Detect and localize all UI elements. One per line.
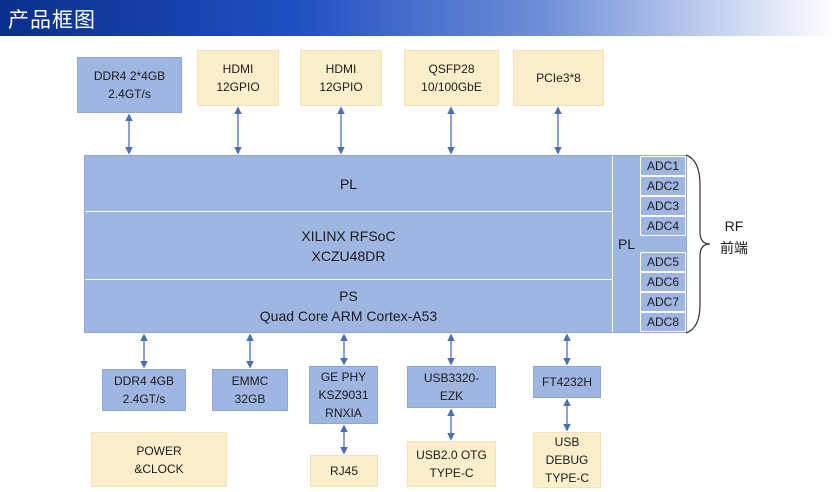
block-usb-debug: USB DEBUG TYPE-C bbox=[533, 432, 601, 488]
divider-pl-side bbox=[612, 156, 613, 332]
block-usb-debug-line1: USB bbox=[554, 435, 580, 449]
block-ge-phy-line1: GE PHY bbox=[320, 370, 367, 384]
block-emmc-line2: 32GB bbox=[234, 392, 266, 406]
block-power-clock-line1: POWER bbox=[136, 443, 182, 458]
region-ps-label: PS bbox=[339, 288, 358, 304]
block-rj45-line1: RJ45 bbox=[329, 464, 358, 478]
header-bar: 产品框图 bbox=[0, 0, 836, 36]
block-qsfp28-line2: 10/100GbE bbox=[421, 80, 482, 94]
region-pl-side-label: PL bbox=[617, 236, 636, 252]
block-qsfp28: QSFP28 10/100GbE bbox=[404, 50, 499, 106]
block-usb-debug-line3: TYPE-C bbox=[544, 471, 589, 485]
block-ft4232h: FT4232H bbox=[533, 366, 601, 398]
adc-2: ADC2 bbox=[640, 176, 686, 196]
block-usb3320-line1: USB3320- bbox=[423, 371, 480, 385]
rf-label-line1: RF bbox=[724, 218, 744, 234]
block-qsfp28-line1: QSFP28 bbox=[428, 62, 475, 76]
rf-brace bbox=[685, 154, 711, 334]
region-ps: PS Quad Core ARM Cortex-A53 bbox=[85, 280, 612, 332]
block-hdmi-1-line1: HDMI bbox=[222, 62, 254, 76]
block-ge-phy-line3: RNXIA bbox=[325, 406, 362, 420]
region-pl-side: PL bbox=[613, 156, 640, 332]
block-ddr4-bottom-line2: 2.4GT/s bbox=[122, 392, 166, 406]
page-title: 产品框图 bbox=[8, 8, 96, 32]
rf-frontend-label: RF 前端 bbox=[704, 215, 764, 259]
adc-3: ADC3 bbox=[640, 196, 686, 216]
block-usb3320-line2: EZK bbox=[439, 389, 464, 403]
region-pl-top: PL bbox=[85, 156, 612, 211]
block-ddr4-top-line2: 2.4GT/s bbox=[108, 87, 151, 101]
block-usb-otg-line2: TYPE-C bbox=[429, 466, 474, 480]
rf-label-line2: 前端 bbox=[720, 240, 748, 256]
block-hdmi-2-line2: 12GPIO bbox=[319, 80, 363, 94]
adc-6: ADC6 bbox=[640, 272, 686, 292]
block-usb-otg-line1: USB2.0 OTG bbox=[416, 448, 487, 462]
block-ddr4-bottom-line1: DDR4 4GB bbox=[113, 374, 175, 388]
block-usb3320: USB3320- EZK bbox=[407, 366, 496, 408]
soc-block: PL XILINX RFSoC XCZU48DR PS Quad Core AR… bbox=[84, 155, 687, 333]
region-soc: XILINX RFSoC XCZU48DR bbox=[85, 212, 612, 279]
block-ddr4-top: DDR4 2*4GB 2.4GT/s bbox=[77, 57, 182, 113]
block-ddr4-top-line1: DDR4 2*4GB bbox=[93, 69, 166, 83]
block-rj45: RJ45 bbox=[310, 455, 378, 487]
soc-part-number: XCZU48DR bbox=[311, 247, 386, 264]
block-ge-phy: GE PHY KSZ9031 RNXIA bbox=[309, 366, 378, 424]
adc-7: ADC7 bbox=[640, 292, 686, 312]
soc-name: XILINX RFSoC bbox=[301, 227, 396, 244]
adc-1: ADC1 bbox=[640, 156, 686, 176]
block-ge-phy-line2: KSZ9031 bbox=[318, 388, 369, 402]
block-power-clock: POWER &CLOCK bbox=[91, 432, 227, 487]
region-ps-cpu: Quad Core ARM Cortex-A53 bbox=[259, 308, 438, 324]
block-hdmi-2: HDMI 12GPIO bbox=[300, 50, 382, 106]
divider-soc-ps bbox=[85, 279, 612, 280]
block-pcie3-line1: PCIe3*8 bbox=[536, 71, 581, 85]
block-hdmi-2-line1: HDMI bbox=[325, 62, 357, 76]
block-hdmi-1-line2: 12GPIO bbox=[216, 80, 260, 94]
block-ddr4-bottom: DDR4 4GB 2.4GT/s bbox=[102, 369, 186, 411]
block-pcie3: PCIe3*8 bbox=[513, 50, 604, 106]
block-hdmi-1: HDMI 12GPIO bbox=[197, 50, 279, 106]
region-pl-top-label: PL bbox=[339, 175, 358, 192]
block-power-clock-line2: &CLOCK bbox=[134, 461, 184, 476]
block-emmc-line1: EMMC bbox=[231, 374, 269, 388]
adc-4: ADC4 bbox=[640, 216, 686, 236]
block-usb-otg: USB2.0 OTG TYPE-C bbox=[407, 441, 496, 487]
block-ft4232h-line1: FT4232H bbox=[541, 375, 593, 389]
adc-5: ADC5 bbox=[640, 252, 686, 272]
divider-pl-soc bbox=[85, 211, 612, 212]
adc-8: ADC8 bbox=[640, 312, 686, 332]
block-usb-debug-line2: DEBUG bbox=[545, 453, 589, 467]
block-emmc: EMMC 32GB bbox=[212, 369, 288, 411]
